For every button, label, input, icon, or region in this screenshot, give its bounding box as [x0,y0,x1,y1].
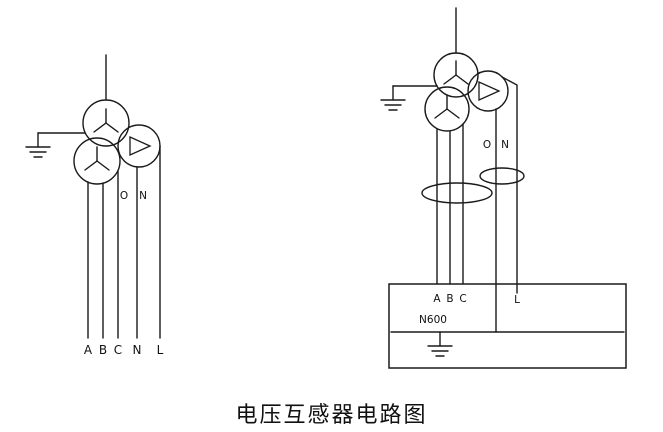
wye-winding-icon [84,146,110,171]
delta-winding-icon [129,136,151,156]
tap-label-n: N [139,190,147,202]
wye-winding-circle [82,99,130,147]
wye-winding-icon [434,94,460,119]
wye-winding-circle [433,52,479,98]
ground-icon [380,85,406,111]
box-label-a: A [433,293,441,305]
cable-loop-ellipse [479,167,525,185]
wye-winding-icon [93,108,119,133]
right-pt-diagram: O N A B C L N600 [380,7,627,369]
terminal-label-b: B [99,343,107,357]
wye-winding-circle [73,137,121,185]
diagram-title: 电压互感器电路图 [235,403,428,428]
wye-winding-circle [424,86,470,132]
delta-winding-circle [117,124,161,168]
box-label-b: B [446,293,453,305]
neutral-bus-label: N600 [419,314,447,326]
tap-label-o: O [483,139,491,151]
delta-winding-icon [478,81,500,101]
tap-label-o: O [120,190,128,202]
line-l-wire [501,76,518,294]
wye-winding-icon [443,60,469,85]
terminal-label-a: A [84,343,93,357]
terminal-label-n: N [133,343,142,357]
tap-label-n: N [501,139,509,151]
box-label-c: C [459,293,466,305]
terminal-box [388,283,627,369]
ground-icon [25,132,51,158]
box-label-l: L [514,294,520,306]
ground-icon [427,331,453,357]
cable-loop-ellipse [421,182,493,204]
terminal-label-l: L [157,343,164,357]
delta-winding-circle [467,70,509,112]
terminal-label-c: C [114,343,122,357]
left-pt-diagram: O N A B C N L [25,54,164,357]
